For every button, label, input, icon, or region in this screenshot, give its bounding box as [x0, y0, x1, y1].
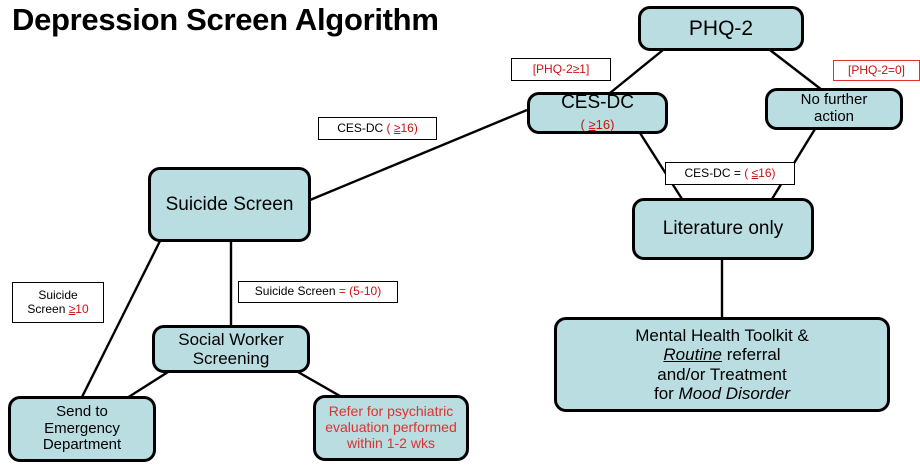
node-refer-psychiatric-evaluation[interactable]: Refer for psychiatric evaluation perform… — [313, 395, 469, 461]
node-mental-health-line4-pre: for — [653, 383, 679, 403]
node-mental-health-line2-rest: referral — [722, 345, 781, 365]
label-phq2-eq0: [PHQ-2=0] — [833, 60, 920, 81]
node-cesdc-line1: CES-DC — [561, 91, 634, 113]
social-worker-to-refer-psych — [297, 370, 341, 398]
node-social-worker-text: Social Worker Screening — [155, 330, 307, 368]
node-suicide-screen[interactable]: Suicide Screen — [148, 167, 311, 242]
label-suicide-ge10-text: Suicide Screen ≥10 — [27, 287, 89, 316]
label-cesdc-le16-black: CES-DC = — [684, 165, 745, 180]
node-literature-only[interactable]: Literature only — [632, 198, 814, 260]
label-cesdc-ge16-text: CES-DC ( ≥16) — [337, 120, 418, 135]
node-refer-psych-line1: Refer for psychiatric — [328, 403, 454, 420]
label-suicide-5-10-text: Suicide Screen = (5-10) — [254, 284, 382, 299]
node-send-to-ed-text: Send to Emergency Department — [11, 402, 153, 454]
page-title: Depression Screen Algorithm — [12, 2, 439, 37]
node-cesdc[interactable]: CES-DC ( ≥16) — [527, 92, 668, 134]
node-no-further-action-text: No further action — [768, 91, 900, 126]
label-phq2-eq0-text: [PHQ-2=0] — [847, 62, 906, 77]
node-refer-psych-line2: evaluation performed — [325, 419, 457, 436]
node-social-worker-screening[interactable]: Social Worker Screening — [152, 325, 310, 373]
social-worker-to-send-to-ed — [126, 370, 169, 400]
node-mental-health-routine-emphasis: Routine — [663, 345, 723, 365]
node-literature-only-label: Literature only — [662, 218, 784, 240]
node-social-worker-line1: Social Worker — [178, 329, 284, 349]
label-cesdc-le16: CES-DC = ( ≤16) — [665, 162, 795, 185]
label-phq2-ge1-text: [PHQ-2≥1] — [532, 61, 590, 76]
node-send-to-ed-line2: Emergency — [44, 419, 120, 437]
label-suicide-ge10-line2-red: 10 — [75, 301, 89, 316]
node-send-to-ed-line1: Send to — [56, 402, 108, 420]
node-phq2[interactable]: PHQ-2 — [638, 6, 804, 51]
label-suicide-screen-5-10: Suicide Screen = (5-10) — [238, 281, 398, 303]
label-cesdc-ge16: CES-DC ( ≥16) — [318, 117, 437, 140]
label-cesdc-le16-text: CES-DC = ( ≤16) — [684, 165, 776, 180]
node-social-worker-line2: Screening — [192, 349, 270, 368]
node-refer-psych-text: Refer for psychiatric evaluation perform… — [316, 404, 466, 451]
node-mental-health-text: Mental Health Toolkit & Routine referral… — [557, 326, 887, 402]
label-suicide-5-10-red: = (5-10) — [338, 284, 382, 299]
label-suicide-5-10-black: Suicide Screen — [254, 284, 339, 299]
node-cesdc-text: CES-DC ( ≥16) — [530, 92, 665, 135]
cesdc-to-suicide-screen — [309, 108, 528, 202]
node-no-further-action-line2: action — [813, 108, 855, 125]
label-phq2-ge1: [PHQ-2≥1] — [511, 58, 611, 81]
node-refer-psych-line3: within 1-2 wks — [347, 434, 435, 451]
node-mental-health-mood-disorder-emphasis: Mood Disorder — [678, 383, 791, 403]
node-suicide-screen-label: Suicide Screen — [165, 193, 294, 215]
node-mental-health-toolkit[interactable]: Mental Health Toolkit & Routine referral… — [554, 317, 890, 412]
phq2-to-cesdc — [609, 49, 664, 94]
phq2-to-no-further-action — [769, 49, 823, 91]
label-suicide-screen-ge10: Suicide Screen ≥10 — [12, 282, 104, 323]
node-phq2-label: PHQ-2 — [688, 16, 754, 40]
label-suicide-ge10-line2-black: Screen — [27, 301, 69, 316]
label-cesdc-ge16-black: CES-DC — [337, 120, 387, 135]
node-cesdc-line2: ( ≥16) — [580, 117, 615, 132]
suicide-screen-to-send-to-ed — [80, 240, 162, 398]
label-suicide-ge10-line1: Suicide — [38, 287, 78, 302]
node-send-to-ed-line3: Department — [42, 436, 122, 454]
cesdc-to-literature-only — [638, 132, 684, 200]
node-mental-health-line1: Mental Health Toolkit & — [635, 326, 809, 346]
node-send-to-emergency-department[interactable]: Send to Emergency Department — [8, 396, 156, 462]
node-no-further-action-line1: No further — [800, 91, 868, 109]
node-mental-health-line3: and/or Treatment — [657, 364, 787, 384]
node-no-further-action[interactable]: No further action — [765, 88, 903, 130]
